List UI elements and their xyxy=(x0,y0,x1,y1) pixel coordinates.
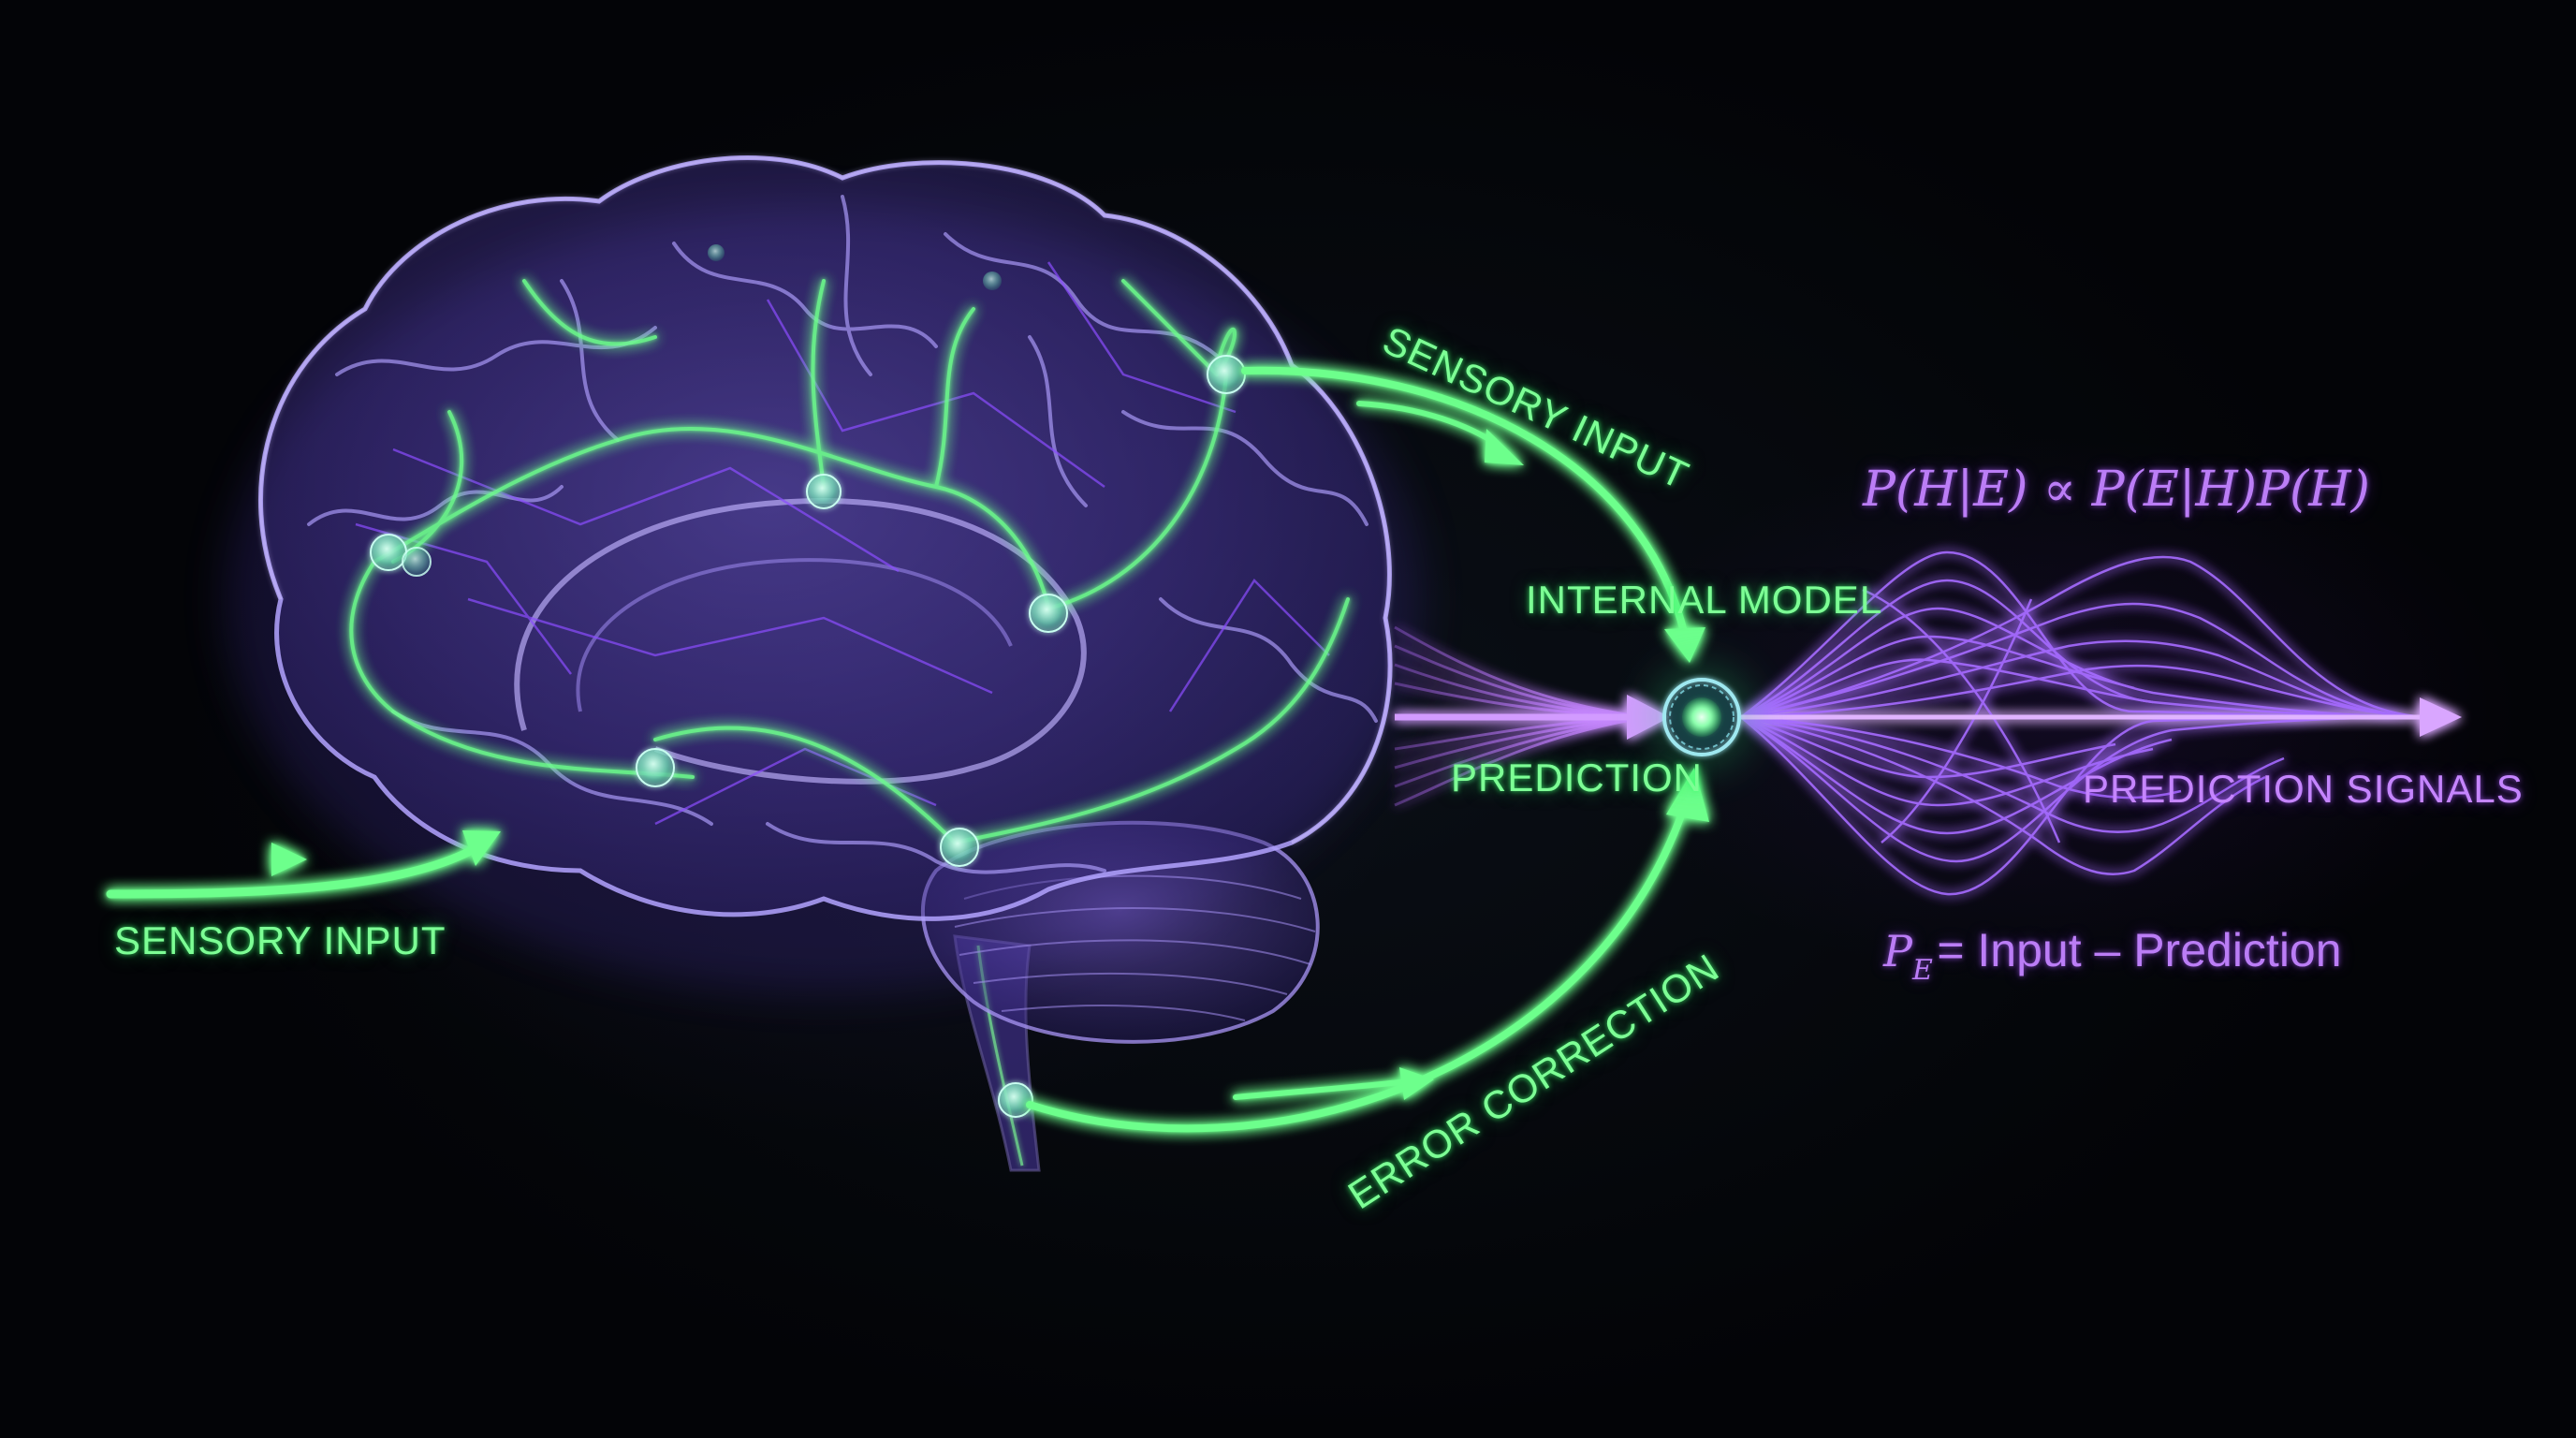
arrow-down-right-icon xyxy=(1485,429,1524,465)
arrow-right-icon xyxy=(271,843,307,876)
brain-node-brainstem xyxy=(998,1082,1033,1118)
brain-node-frontal xyxy=(370,534,432,577)
brain-node-parietal xyxy=(1029,594,1068,633)
prediction-error-rhs: = Input – Prediction xyxy=(1937,924,2342,976)
sensory-input-left-label: SENSORY INPUT xyxy=(114,918,446,962)
sensory-input-top-flow xyxy=(1241,366,1705,663)
arrow-right-icon xyxy=(1627,695,1670,740)
bayes-formula: P(H|E) ∝ P(E|H)P(H) xyxy=(1863,462,2370,518)
prediction-signals-waves xyxy=(1740,550,2462,896)
prediction-label: PREDICTION xyxy=(1451,756,1704,800)
sensory-input-left-flow xyxy=(106,830,501,899)
prediction-error-subscript: E xyxy=(1911,954,1933,987)
arrow-right-icon xyxy=(1399,1067,1434,1100)
prediction-signals-label: PREDICTION SIGNALS xyxy=(2083,767,2524,811)
arrow-right-icon xyxy=(2420,697,2462,737)
brain-node-top xyxy=(806,474,842,509)
brain-node-occipital xyxy=(940,828,979,867)
internal-model-node xyxy=(1650,666,1753,769)
brain-illustration xyxy=(225,155,1423,1172)
prediction-flow xyxy=(1394,625,1670,807)
brain-node-temporal xyxy=(636,748,675,787)
prediction-error-symbol: P xyxy=(1883,926,1912,976)
error-correction-flow xyxy=(1026,768,1709,1133)
arrow-down-icon xyxy=(1664,627,1705,663)
internal-model-label: INTERNAL MODEL xyxy=(1526,578,1883,622)
arrow-right-icon xyxy=(462,830,501,866)
brain-nodes xyxy=(370,244,1246,1118)
prediction-error-formula: PE = Input – Prediction xyxy=(1883,924,2342,985)
cerebrum xyxy=(257,155,1393,921)
arrow-up-icon xyxy=(1666,768,1709,822)
brain-node-upper-right xyxy=(1207,355,1246,394)
